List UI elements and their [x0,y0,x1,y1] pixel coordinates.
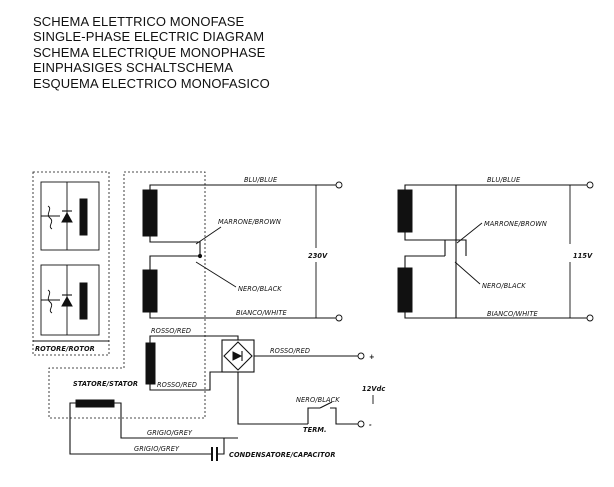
black-label-115: NERO/BLACK [482,282,526,290]
rotor-winding-icon [79,282,88,320]
blue-terminal-115 [586,181,594,189]
title-spanish: ESQUEMA ELECTRICO MONOFASICO [33,75,270,91]
plus-label: + [369,353,375,361]
voltage-115-label: 115V [573,252,593,260]
grey-label-2: GRIGIO/GREY [134,445,180,453]
blue-label: BLU/BLUE [244,176,278,184]
term-label: TERM. [303,426,327,434]
red-out-label: ROSSO/RED [270,347,310,355]
main-winding-upper-icon [142,189,158,237]
stator-label: STATORE/STATOR [73,380,138,388]
aux-winding-icon [145,342,156,385]
rotor-cell-upper [40,181,100,251]
varistor-icon [47,289,53,314]
brown-label: MARRONE/BROWN [218,218,281,226]
black-label: NERO/BLACK [238,285,282,293]
plus-terminal [357,352,365,360]
title-german: EINPHASIGES SCHALTSCHEMA [33,60,234,76]
diagram-115v: BLU/BLUE BIANCO/WHITE MARRONE/BROWN NERO… [397,176,594,322]
title-english: SINGLE-PHASE ELECTRIC DIAGRAM [33,29,265,45]
black-switch-label: NERO/BLACK [296,396,340,404]
rotor-label: ROTORE/ROTOR [35,345,95,353]
white-label: BIANCO/WHITE [236,309,287,317]
diode-icon [61,211,73,223]
minus-label: - [369,421,372,429]
white-label-115: BIANCO/WHITE [487,310,538,318]
bridge-rectifier-icon [223,341,253,371]
stator-bar-icon [75,399,115,408]
title-italian: SCHEMA ELETTRICO MONOFASE [33,14,245,29]
voltage-230-label: 230V [308,252,328,260]
white-terminal-115 [586,314,594,322]
winding-115-lower-icon [397,267,413,313]
diagram-titles: SCHEMA ELETTRICO MONOFASE SINGLE-PHASE E… [33,14,270,91]
minus-terminal [357,420,365,428]
rotor-winding-icon [79,198,88,236]
blue-terminal [335,181,343,189]
varistor-icon [47,205,53,230]
white-terminal [335,314,343,322]
rectifier-diode-icon [232,351,243,361]
grey-label-1: GRIGIO/GREY [147,429,193,437]
red-top-label: ROSSO/RED [151,327,191,335]
stator-box [48,171,206,419]
main-winding-lower-icon [142,269,158,313]
capacitor-label: CONDENSATORE/CAPACITOR [229,451,336,459]
red-bottom-label: ROSSO/RED [157,381,197,389]
brown-label-115: MARRONE/BROWN [484,220,547,228]
diode-icon [61,295,73,307]
dc-voltage-label: 12Vdc [362,385,385,393]
rotor-cell-lower [40,264,100,336]
diagram-230v: ROTORE/ROTOR BLU/BLUE MARRONE/BROWN NERO… [32,171,385,461]
rotor-box [32,171,110,356]
title-french: SCHEMA ELECTRIQUE MONOPHASE [33,44,266,60]
blue-label-115: BLU/BLUE [487,176,521,184]
winding-115-upper-icon [397,189,413,233]
